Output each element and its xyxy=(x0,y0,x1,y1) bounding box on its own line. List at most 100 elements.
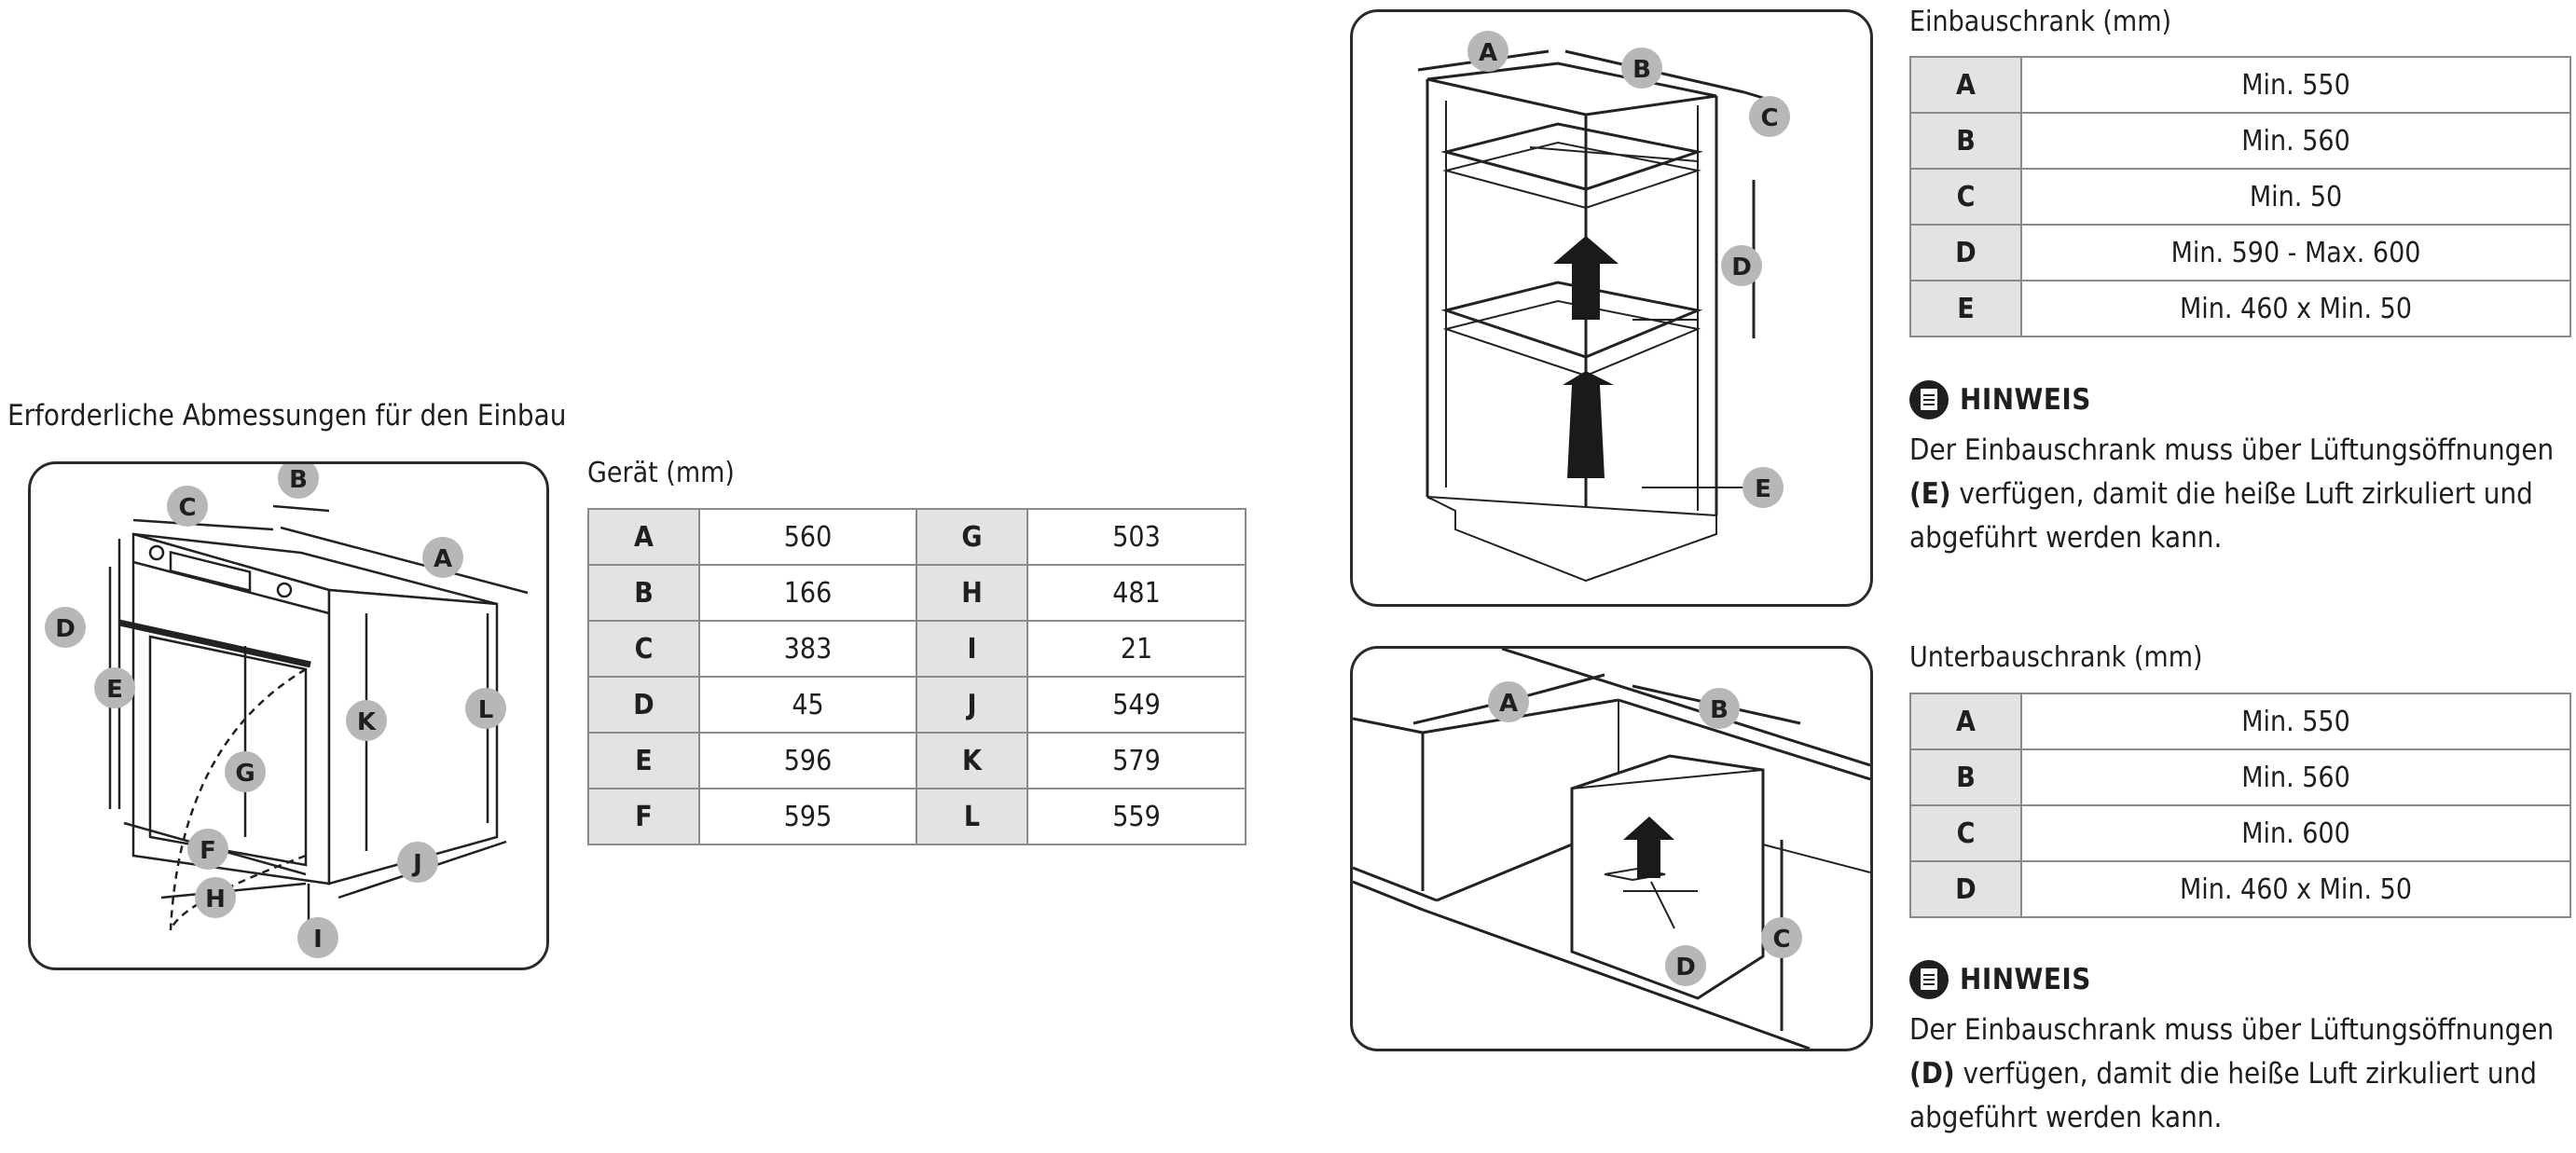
section-title: Erforderliche Abmessungen für den Einbau xyxy=(7,399,567,432)
callout-A: A xyxy=(422,537,463,578)
callout-F: F xyxy=(187,829,228,870)
callout-A: A xyxy=(1467,31,1508,72)
dimension-label: F xyxy=(587,788,700,845)
svg-text:D: D xyxy=(1675,954,1696,981)
dimension-label: C xyxy=(1909,168,2022,226)
svg-text:D: D xyxy=(55,615,76,643)
dimension-label: E xyxy=(587,732,700,789)
dimension-value: 503 xyxy=(1026,508,1247,566)
dimension-label: L xyxy=(916,788,1028,845)
dimension-value: Min. 600 xyxy=(2020,804,2571,862)
dimension-value: 383 xyxy=(698,620,917,678)
note-icon xyxy=(1909,380,1949,419)
unterbauschrank-caption: Unterbauschrank (mm) xyxy=(1909,641,2203,674)
tall-cabinet-callouts: A B C D E xyxy=(1467,31,1790,508)
tall-cabinet-diagram: A B C D E xyxy=(1417,31,1790,583)
svg-text:J: J xyxy=(411,850,422,878)
dimension-value: 559 xyxy=(1026,788,1247,845)
dimension-value: 560 xyxy=(698,508,917,566)
callout-C: C xyxy=(167,486,208,527)
dimension-label: D xyxy=(587,676,700,734)
callout-D: D xyxy=(1721,245,1762,286)
geraet-caption: Gerät (mm) xyxy=(587,457,735,489)
dimension-value: 45 xyxy=(698,676,917,734)
dimension-label: C xyxy=(587,620,700,678)
svg-text:C: C xyxy=(1772,926,1790,954)
dimension-label: C xyxy=(1909,804,2022,862)
einbauschrank-note: HINWEIS Der Einbauschrank muss über Lüft… xyxy=(1909,380,2562,560)
dimension-value: Min. 560 xyxy=(2020,112,2571,170)
dimension-label: H xyxy=(916,564,1028,622)
dimension-value: 595 xyxy=(698,788,917,845)
dimension-value: 549 xyxy=(1026,676,1247,734)
dimension-label: A xyxy=(1909,693,2022,750)
callout-D: D xyxy=(45,607,86,648)
dimension-label: G xyxy=(916,508,1028,566)
callout-E: E xyxy=(1743,467,1784,508)
svg-text:C: C xyxy=(1760,104,1778,132)
under-counter-diagram: A B C D xyxy=(1353,649,1870,1049)
svg-text:B: B xyxy=(1710,696,1729,724)
callout-K: K xyxy=(346,700,387,741)
under-counter-callouts: A B C D xyxy=(1488,681,1802,986)
note-title: HINWEIS xyxy=(1960,383,2091,417)
dimension-label: A xyxy=(1909,56,2022,114)
einbauschrank-caption: Einbauschrank (mm) xyxy=(1909,6,2172,38)
oven-diagram: C B A D E K L G F J H I xyxy=(45,464,529,958)
dimension-label: J xyxy=(916,676,1028,734)
dimension-value: Min. 560 xyxy=(2020,748,2571,806)
dimension-label: D xyxy=(1909,860,2022,918)
svg-text:D: D xyxy=(1731,254,1752,281)
callout-B: B xyxy=(278,464,319,499)
callout-B: B xyxy=(1699,688,1740,729)
svg-text:B: B xyxy=(1632,56,1651,84)
dimension-value: 21 xyxy=(1026,620,1247,678)
dimension-label: B xyxy=(1909,748,2022,806)
svg-text:G: G xyxy=(235,760,255,788)
dimension-label: A xyxy=(587,508,700,566)
dimension-value: Min. 590 - Max. 600 xyxy=(2020,224,2571,281)
dimension-value: 166 xyxy=(698,564,917,622)
callout-J: J xyxy=(397,842,438,883)
dimension-label: K xyxy=(916,732,1028,789)
callout-D: D xyxy=(1665,945,1706,986)
callout-I: I xyxy=(297,917,338,958)
svg-text:C: C xyxy=(178,494,196,522)
dimension-label: I xyxy=(916,620,1028,678)
note-icon xyxy=(1909,960,1949,999)
svg-text:E: E xyxy=(106,676,123,704)
callout-H: H xyxy=(195,877,236,918)
svg-text:F: F xyxy=(200,837,216,865)
dimension-value: Min. 550 xyxy=(2020,693,2571,750)
dimension-value: Min. 460 x Min. 50 xyxy=(2020,280,2571,337)
dimension-label: B xyxy=(1909,112,2022,170)
dimension-label: E xyxy=(1909,280,2022,337)
callout-A: A xyxy=(1488,681,1529,722)
svg-text:H: H xyxy=(205,885,226,913)
svg-text:E: E xyxy=(1755,475,1771,503)
unterbauschrank-note: HINWEIS Der Einbauschrank muss über Lüft… xyxy=(1909,960,2562,1140)
dimension-value: Min. 50 xyxy=(2020,168,2571,226)
svg-text:B: B xyxy=(289,466,308,494)
oven-diagram-panel: C B A D E K L G F J H I xyxy=(28,461,549,970)
svg-text:A: A xyxy=(1499,690,1518,718)
note-title: HINWEIS xyxy=(1960,963,2091,996)
under-counter-panel: A B C D xyxy=(1350,646,1873,1051)
callout-C: C xyxy=(1761,917,1802,958)
dimension-value: Min. 550 xyxy=(2020,56,2571,114)
